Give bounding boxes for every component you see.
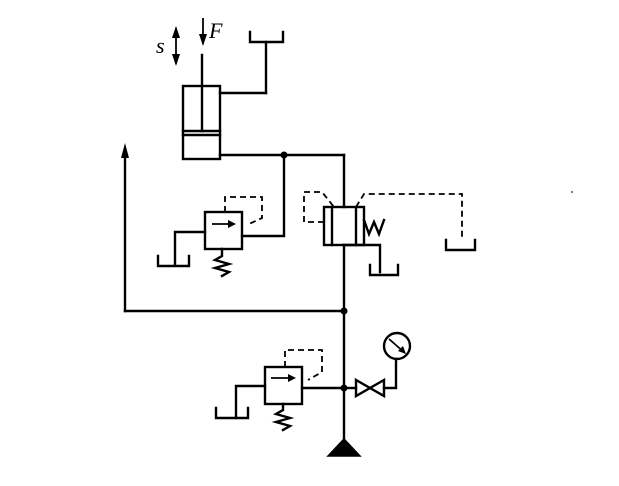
gauge-dial	[382, 331, 412, 361]
relief-upper-inlet-line	[240, 153, 286, 238]
pump-triangle-icon	[326, 437, 362, 457]
return-arrow-icon	[121, 143, 129, 158]
junction-dot-middle	[340, 307, 348, 315]
sequence-valve-drain-line	[342, 243, 382, 274]
pilot-line-lower	[284, 349, 323, 381]
displacement-arrow-down-head	[172, 54, 180, 66]
tank-upper-left-icon	[156, 254, 191, 268]
force-label: F	[208, 18, 223, 43]
relief-upper-tank-line	[173, 230, 207, 267]
relief-valve-upper	[203, 196, 263, 278]
displacement-arrow-up-head	[172, 26, 180, 38]
tank-lower-left-icon	[214, 406, 250, 420]
relief-valve-lower-body	[263, 365, 304, 406]
relief-valve-upper-body	[203, 210, 244, 251]
relief-valve-lower	[263, 349, 323, 432]
hydraulic-cylinder	[181, 53, 222, 161]
displacement-label: s	[156, 33, 165, 58]
sequence-valve	[303, 191, 463, 247]
force-indicator: F	[199, 18, 223, 46]
relief-valve-upper-arrow	[228, 220, 236, 228]
gauge-line	[382, 357, 398, 390]
stray-mark	[571, 191, 573, 193]
relief-lower-tank-line	[234, 384, 267, 420]
tank-top-right-icon	[248, 30, 285, 44]
sequence-valve-body	[322, 205, 366, 247]
tank-right-icon	[444, 238, 477, 252]
force-arrow-head	[199, 34, 207, 46]
pressure-gauge-icon	[382, 331, 412, 361]
pilot-line-upper	[224, 196, 263, 225]
spring-upper-icon	[210, 247, 234, 278]
relief-valve-lower-arrow	[288, 374, 296, 382]
spring-center-icon	[362, 218, 386, 238]
shutoff-valve	[342, 357, 398, 399]
pilot-line-center-left	[303, 191, 335, 223]
pilot-line-center-right	[355, 193, 463, 240]
valve-left-triangle	[354, 377, 373, 399]
spring-lower-icon	[271, 402, 295, 432]
gauge-needle-head	[398, 346, 406, 354]
displacement-indicator: s	[156, 26, 180, 66]
tank-center-icon	[368, 263, 400, 277]
valve-right-triangle	[367, 377, 386, 399]
